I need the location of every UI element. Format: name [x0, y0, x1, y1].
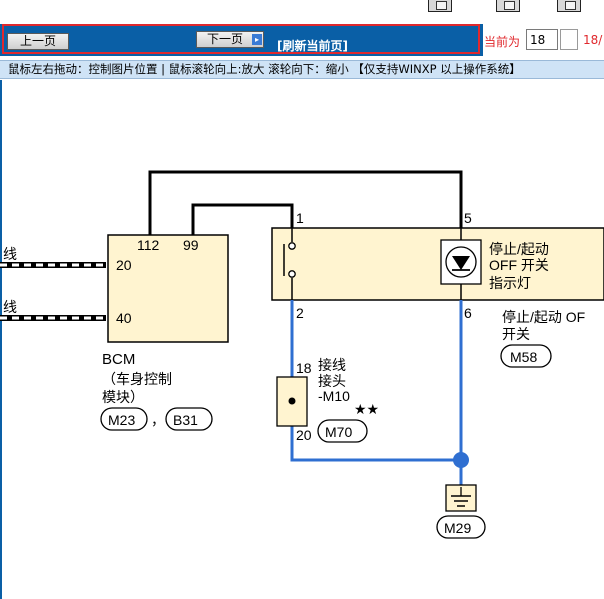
connector-badge-m70[interactable] [317, 419, 368, 443]
window-icon[interactable] [557, 0, 581, 12]
bcm-description-1: （车身控制 [102, 371, 172, 387]
prev-page-button[interactable]: 上一页 [7, 33, 69, 50]
switch-name-1: 停止/起动 OF [502, 309, 585, 325]
connector-badge-b31[interactable] [165, 407, 213, 431]
joint-pin-18: 18 [296, 360, 312, 376]
next-page-label: 下一页 [206, 32, 243, 46]
connector-m23-label: M23 [108, 412, 135, 428]
connector-separator: ， [151, 412, 165, 428]
window-icon[interactable] [496, 0, 520, 12]
connector-m58-label: M58 [510, 349, 537, 365]
window-top-strip [0, 0, 604, 22]
page-go-box[interactable] [560, 29, 578, 50]
highlight-frame [2, 24, 480, 54]
connector-badge-m23[interactable] [100, 407, 148, 431]
switch-pin-6: 6 [464, 305, 472, 321]
wire-bcm-99-to-pin1 [191, 203, 294, 235]
bcm-pin-99: 99 [183, 237, 199, 253]
switch-pin-1: 1 [296, 210, 304, 226]
bcm-module-box[interactable] [107, 234, 229, 343]
connector-m70-label: M70 [325, 424, 352, 440]
arrow-right-icon: ▸ [252, 34, 262, 45]
current-page-label: 当前为 [484, 35, 521, 49]
joint-label-3: -M10 [318, 388, 350, 404]
switch-contact-top [288, 242, 296, 250]
indicator-led-diode [452, 256, 470, 270]
refresh-page-link[interactable]: [刷新当前页] [277, 39, 348, 53]
wiring-diagram[interactable]: 线 线 112 99 20 40 BCM （车身控制 模块） M23 ， B31… [0, 80, 604, 599]
bcm-pin-40: 40 [116, 310, 132, 326]
switch-pin-5: 5 [464, 210, 472, 226]
indicator-label-2: OFF 开关 [489, 257, 549, 273]
indicator-label-3: 指示灯 [489, 275, 531, 291]
joint-label-2: 接头 [318, 373, 346, 389]
bcm-pin-112: 112 [137, 237, 160, 253]
switch-name-2: 开关 [502, 326, 530, 342]
indicator-label-1: 停止/起动 [489, 241, 549, 257]
next-page-button[interactable]: 下一页 ▸ [196, 31, 264, 48]
joint-stars: ★★ [354, 401, 379, 417]
stop-start-switch-box[interactable] [271, 227, 604, 301]
wire-bcm-112-to-pin5 [148, 170, 463, 235]
bcm-description-2: 模块） [102, 389, 144, 405]
bcm-pin-20: 20 [116, 257, 132, 273]
connector-badge-m58[interactable] [500, 344, 552, 368]
connector-badge-m29[interactable] [436, 515, 486, 539]
connector-b31-label: B31 [173, 412, 198, 428]
joint-connector-dot [288, 397, 296, 405]
total-pages-label: 18/ [583, 33, 603, 47]
left-wire-label: 线 [3, 246, 17, 262]
switch-pin-2: 2 [296, 305, 304, 321]
indicator-led-circle [445, 246, 477, 278]
joint-pin-20: 20 [296, 427, 312, 443]
window-icon[interactable] [428, 0, 452, 12]
page-number-input[interactable] [526, 29, 558, 50]
switch-contact-bottom [288, 270, 296, 278]
bcm-name: BCM [102, 351, 135, 368]
wire-joint-to-node [290, 426, 461, 462]
wire-junction-node [453, 452, 469, 468]
hint-bar: 鼠标左右拖动：控制图片位置 | 鼠标滚轮向上:放大 滚轮向下：缩小 【仅支持WI… [0, 60, 604, 79]
viewer-left-border [0, 80, 2, 599]
joint-label-1: 接线 [318, 357, 346, 373]
left-wire-label: 线 [3, 299, 17, 315]
connector-m29-label: M29 [444, 520, 471, 536]
